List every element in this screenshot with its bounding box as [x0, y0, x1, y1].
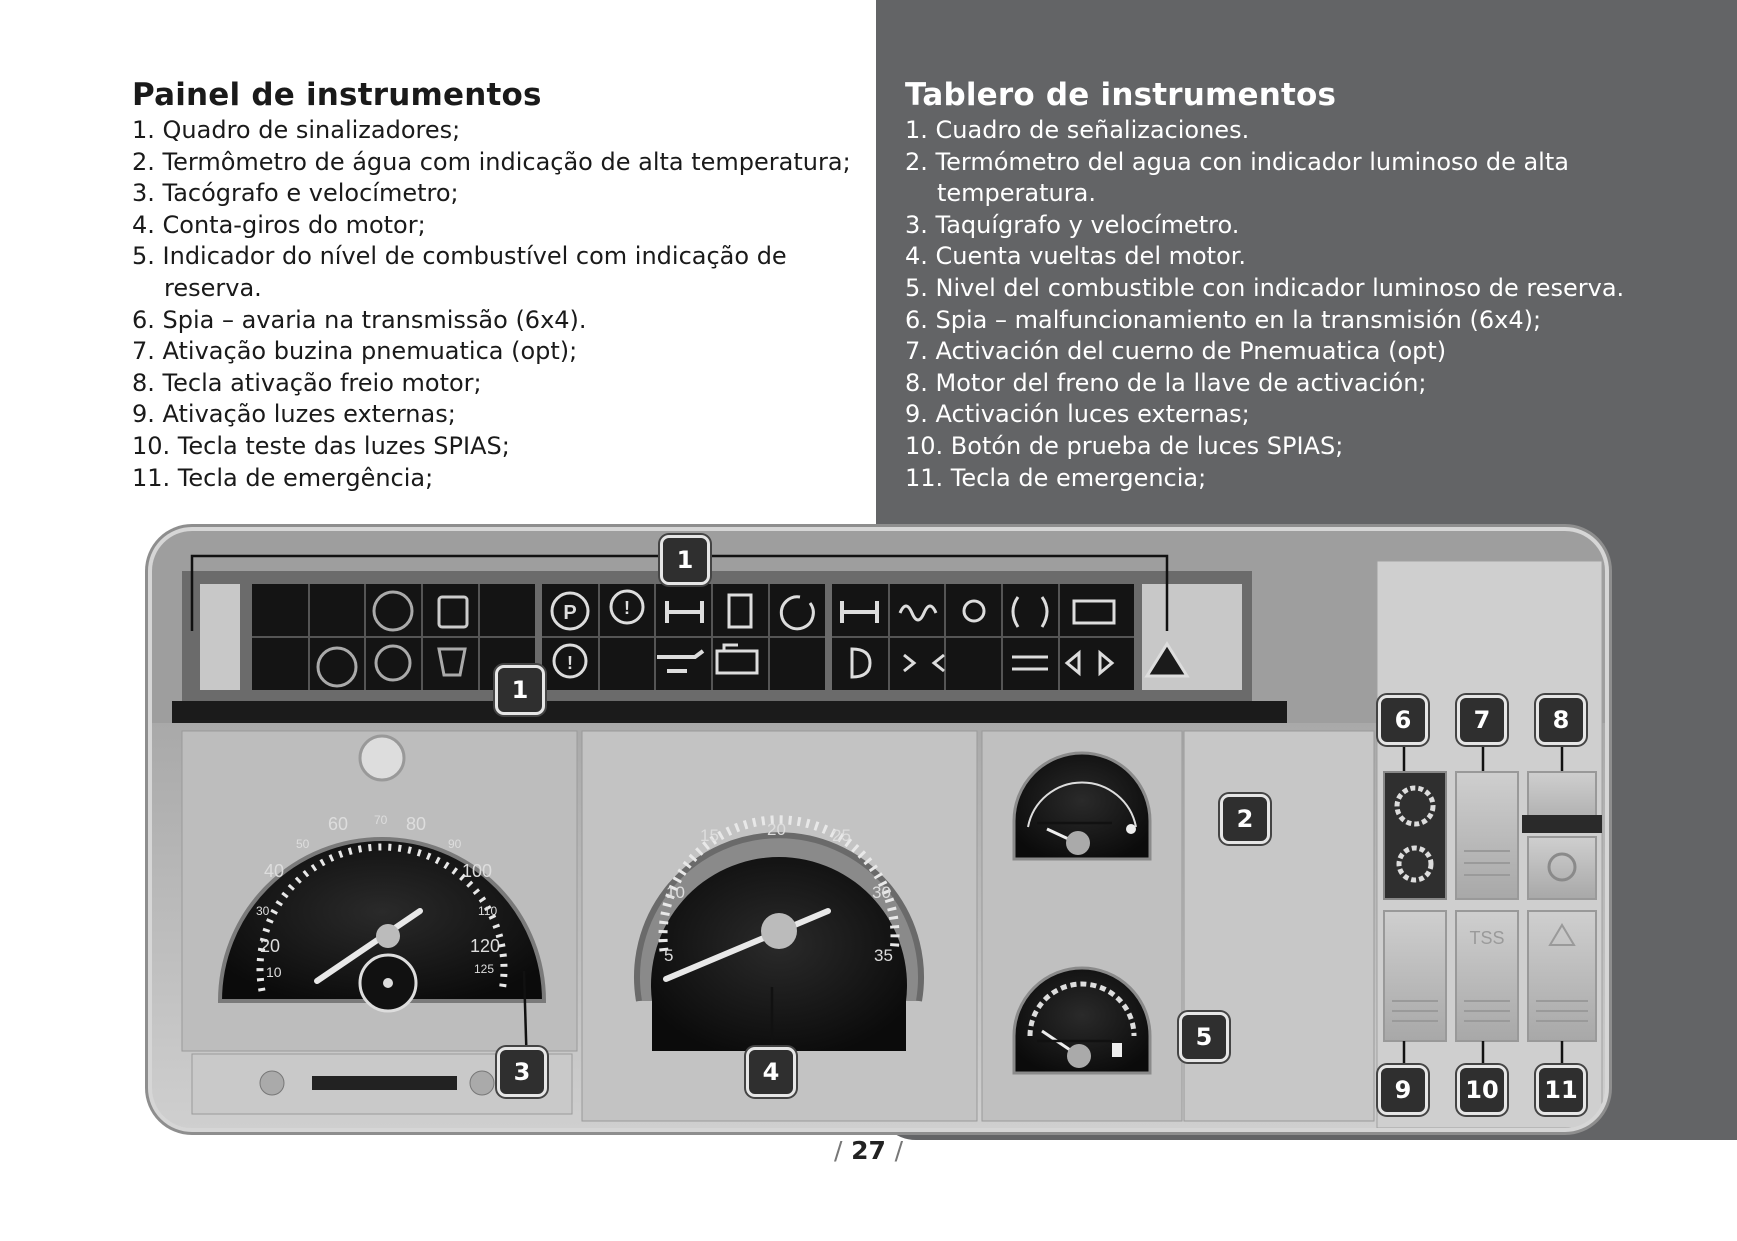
- speedometer-label: 90: [448, 837, 462, 851]
- list-item: 4. Conta-giros do motor;: [132, 210, 426, 239]
- list-item: 8. Tecla ativação freio motor;: [132, 368, 482, 397]
- svg-text:P: P: [563, 602, 576, 624]
- continuation-text: reserva.: [164, 273, 262, 302]
- left-blank-tile: [200, 584, 240, 690]
- spanish-list: 1. Cuadro de señalizaciones. 2. Termómet…: [905, 115, 1705, 494]
- list-item: 7. Ativação buzina pnemuatica (opt);: [132, 337, 578, 366]
- list-item: 6. Spia – malfuncionamiento en la transm…: [905, 305, 1542, 334]
- svg-text:!: !: [624, 598, 630, 618]
- warning-lamps-group-left: [252, 584, 535, 690]
- tachometer-label: 5: [664, 946, 673, 965]
- list-item: 1. Cuadro de señalizaciones.: [905, 116, 1250, 144]
- warning-lamps-group-right: [832, 584, 1134, 690]
- page-slash-right: /: [894, 1136, 904, 1165]
- callout-11: 11: [1536, 1065, 1586, 1115]
- callout-10: 10: [1457, 1065, 1507, 1115]
- tachometer: 5 10 15 20 25 30 35: [634, 815, 924, 1051]
- list-item: 11. Tecla de emergência;: [132, 463, 434, 492]
- list-item: 6. Spia – avaria na transmissão (6x4).: [132, 305, 587, 334]
- speedometer-label: 80: [406, 814, 426, 834]
- warning-lamps-group-middle: P ! !: [542, 584, 825, 690]
- speedometer-label: 30: [256, 904, 270, 918]
- speedometer-label: 20: [260, 936, 280, 956]
- list-item: 4. Cuenta vueltas del motor.: [905, 242, 1247, 271]
- tachometer-label: 25: [832, 826, 851, 845]
- list-item: 5. Indicador do nível de combustível com…: [132, 242, 787, 271]
- speedometer-label: 110: [478, 904, 497, 918]
- tss-switch-label: TSS: [1469, 928, 1504, 948]
- list-item: 7. Activación del cuerno de Pnemuatica (…: [905, 337, 1447, 366]
- tachometer-label: 35: [874, 946, 893, 965]
- list-item: 9. Activación luces externas;: [905, 400, 1250, 429]
- list-item: 10. Tecla teste das luzes SPIAS;: [132, 431, 510, 460]
- list-item: 1. Quadro de sinalizadores;: [132, 116, 461, 144]
- list-item: 9. Ativação luzes externas;: [132, 400, 456, 429]
- tachometer-label: 20: [767, 820, 786, 839]
- instrument-panel-illustration: P ! !: [148, 527, 1609, 1132]
- callout-1-lamp: 1: [495, 665, 545, 715]
- blank-panel: [1183, 730, 1375, 1122]
- list-item: 2. Termómetro del agua con indicador lum…: [905, 147, 1569, 176]
- speedometer-label: 50: [296, 837, 310, 851]
- hazard-lamp-icon: [1144, 641, 1190, 678]
- list-item-continuation: reserva.: [132, 273, 862, 305]
- spanish-column: Tablero de instrumentos 1. Cuadro de señ…: [905, 75, 1705, 494]
- callout-9: 9: [1378, 1065, 1428, 1115]
- tachometer-label: 10: [666, 883, 685, 902]
- portuguese-column: Painel de instrumentos 1. Quadro de sina…: [132, 75, 862, 494]
- speedometer-label: 100: [462, 861, 492, 881]
- page-number-value: 27: [851, 1136, 886, 1165]
- continuation-text: temperatura.: [937, 179, 1096, 208]
- callout-7: 7: [1457, 695, 1507, 745]
- portuguese-list: 1. Quadro de sinalizadores; 2. Termômetr…: [132, 115, 862, 494]
- speedometer-label: 125: [474, 962, 494, 976]
- callout-5: 5: [1179, 1012, 1229, 1062]
- callout-6: 6: [1378, 695, 1428, 745]
- list-item: 10. Botón de prueba de luces SPIAS;: [905, 431, 1344, 460]
- svg-text:!: !: [567, 653, 573, 673]
- callout-4: 4: [746, 1047, 796, 1097]
- callout-2: 2: [1220, 794, 1270, 844]
- list-item: 3. Taquígrafo y velocímetro.: [905, 210, 1240, 239]
- speedometer-label: 120: [470, 936, 500, 956]
- callout-1-top: 1: [660, 535, 710, 585]
- list-item: 8. Motor del freno de la llave de activa…: [905, 368, 1427, 397]
- tachometer-label: 30: [872, 883, 891, 902]
- instrument-panel-drawing: P ! !: [152, 531, 1605, 1128]
- fuel-level-gauge: [1012, 966, 1152, 1075]
- speedometer-label: 60: [328, 814, 348, 834]
- list-item: 2. Termômetro de água com indicação de a…: [132, 147, 851, 176]
- warning-strip-shadow: [172, 701, 1287, 723]
- speedometer-label: 10: [266, 964, 282, 980]
- page-slash-left: /: [833, 1136, 843, 1165]
- tachometer-label: 15: [700, 826, 719, 845]
- speedometer-label: 40: [264, 861, 284, 881]
- spanish-title: Tablero de instrumentos: [905, 77, 1337, 113]
- list-item: 3. Tacógrafo e velocímetro;: [132, 179, 459, 208]
- list-item: 5. Nivel del combustible con indicador l…: [905, 273, 1625, 302]
- list-item: 11. Tecla de emergencia;: [905, 463, 1207, 492]
- water-temperature-gauge: [1012, 751, 1152, 861]
- portuguese-title: Painel de instrumentos: [132, 77, 542, 113]
- callout-3: 3: [497, 1047, 547, 1097]
- page-number: / 27 /: [0, 1136, 1737, 1165]
- list-item-continuation: temperatura.: [905, 178, 1705, 210]
- speedometer-label: 70: [374, 813, 388, 827]
- callout-8: 8: [1536, 695, 1586, 745]
- switch-bank: TSS: [1383, 771, 1602, 1042]
